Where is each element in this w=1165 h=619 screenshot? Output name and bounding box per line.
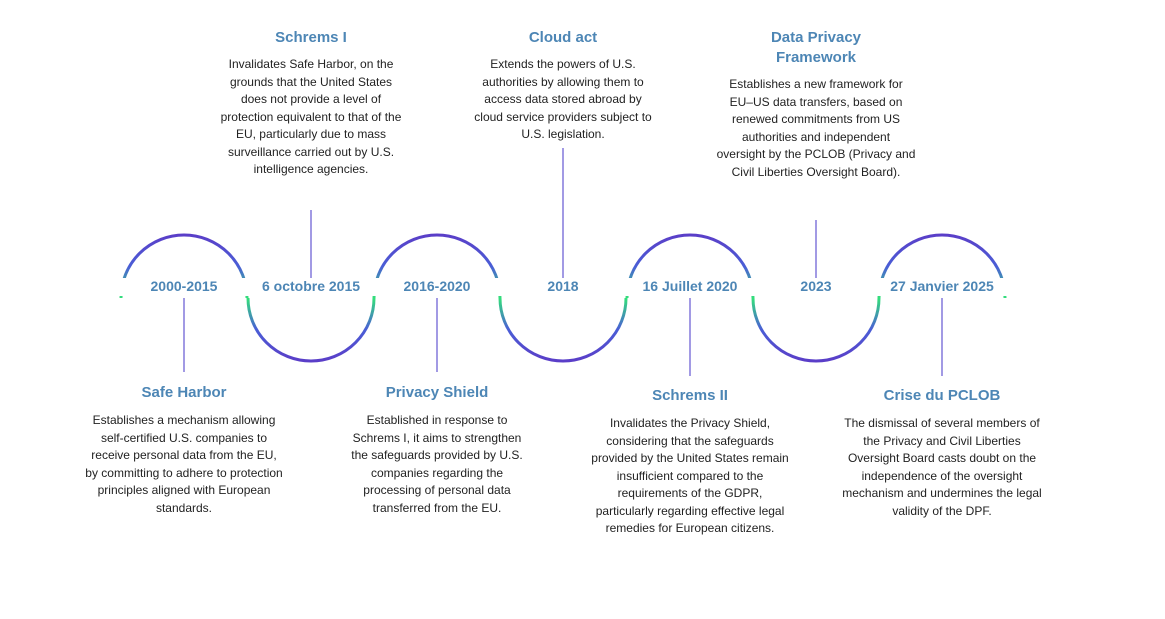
- wave-segment: [751, 297, 881, 363]
- wave-segment: [498, 297, 628, 363]
- event-description-privacy-shield: Established in response to Schrems I, it…: [351, 413, 523, 515]
- event-title-crise-du-pclob: Crise du PCLOB: [883, 387, 1001, 404]
- wave-segment: [246, 297, 376, 363]
- wave-segment: [877, 233, 1007, 299]
- wave-segment: [625, 233, 755, 299]
- event-description-schrems-i: Invalidates Safe Harbor, on the grounds …: [220, 57, 402, 176]
- event-date-data-privacy-framework: 2023: [751, 278, 881, 296]
- wave-segment: [119, 233, 249, 299]
- event-date-schrems-i: 6 octobre 2015: [246, 278, 376, 296]
- event-date-cloud-act: 2018: [498, 278, 628, 296]
- event-title-privacy-shield: Privacy Shield: [385, 384, 489, 401]
- event-title-data-privacy-framework: Data Privacy Framework: [770, 29, 862, 66]
- event-title-schrems-ii: Schrems II: [652, 387, 728, 404]
- event-date-safe-harbor: 2000-2015: [119, 278, 249, 296]
- event-description-data-privacy-framework: Establishes a new framework for EU–US da…: [716, 77, 916, 179]
- event-date-schrems-ii: 16 Juillet 2020: [625, 278, 755, 296]
- event-title-schrems-i: Schrems I: [275, 29, 347, 46]
- event-date-privacy-shield: 2016-2020: [372, 278, 502, 296]
- event-title-cloud-act: Cloud act: [528, 29, 598, 46]
- event-description-cloud-act: Extends the powers of U.S. authorities b…: [474, 57, 652, 141]
- event-description-crise-du-pclob: The dismissal of several members of the …: [842, 416, 1042, 518]
- event-date-crise-du-pclob: 27 Janvier 2025: [877, 278, 1007, 296]
- wave-segment: [372, 233, 502, 299]
- event-description-safe-harbor: Establishes a mechanism allowing self-ce…: [85, 413, 283, 515]
- event-title-safe-harbor: Safe Harbor: [141, 384, 227, 401]
- event-description-schrems-ii: Invalidates the Privacy Shield, consider…: [591, 416, 789, 535]
